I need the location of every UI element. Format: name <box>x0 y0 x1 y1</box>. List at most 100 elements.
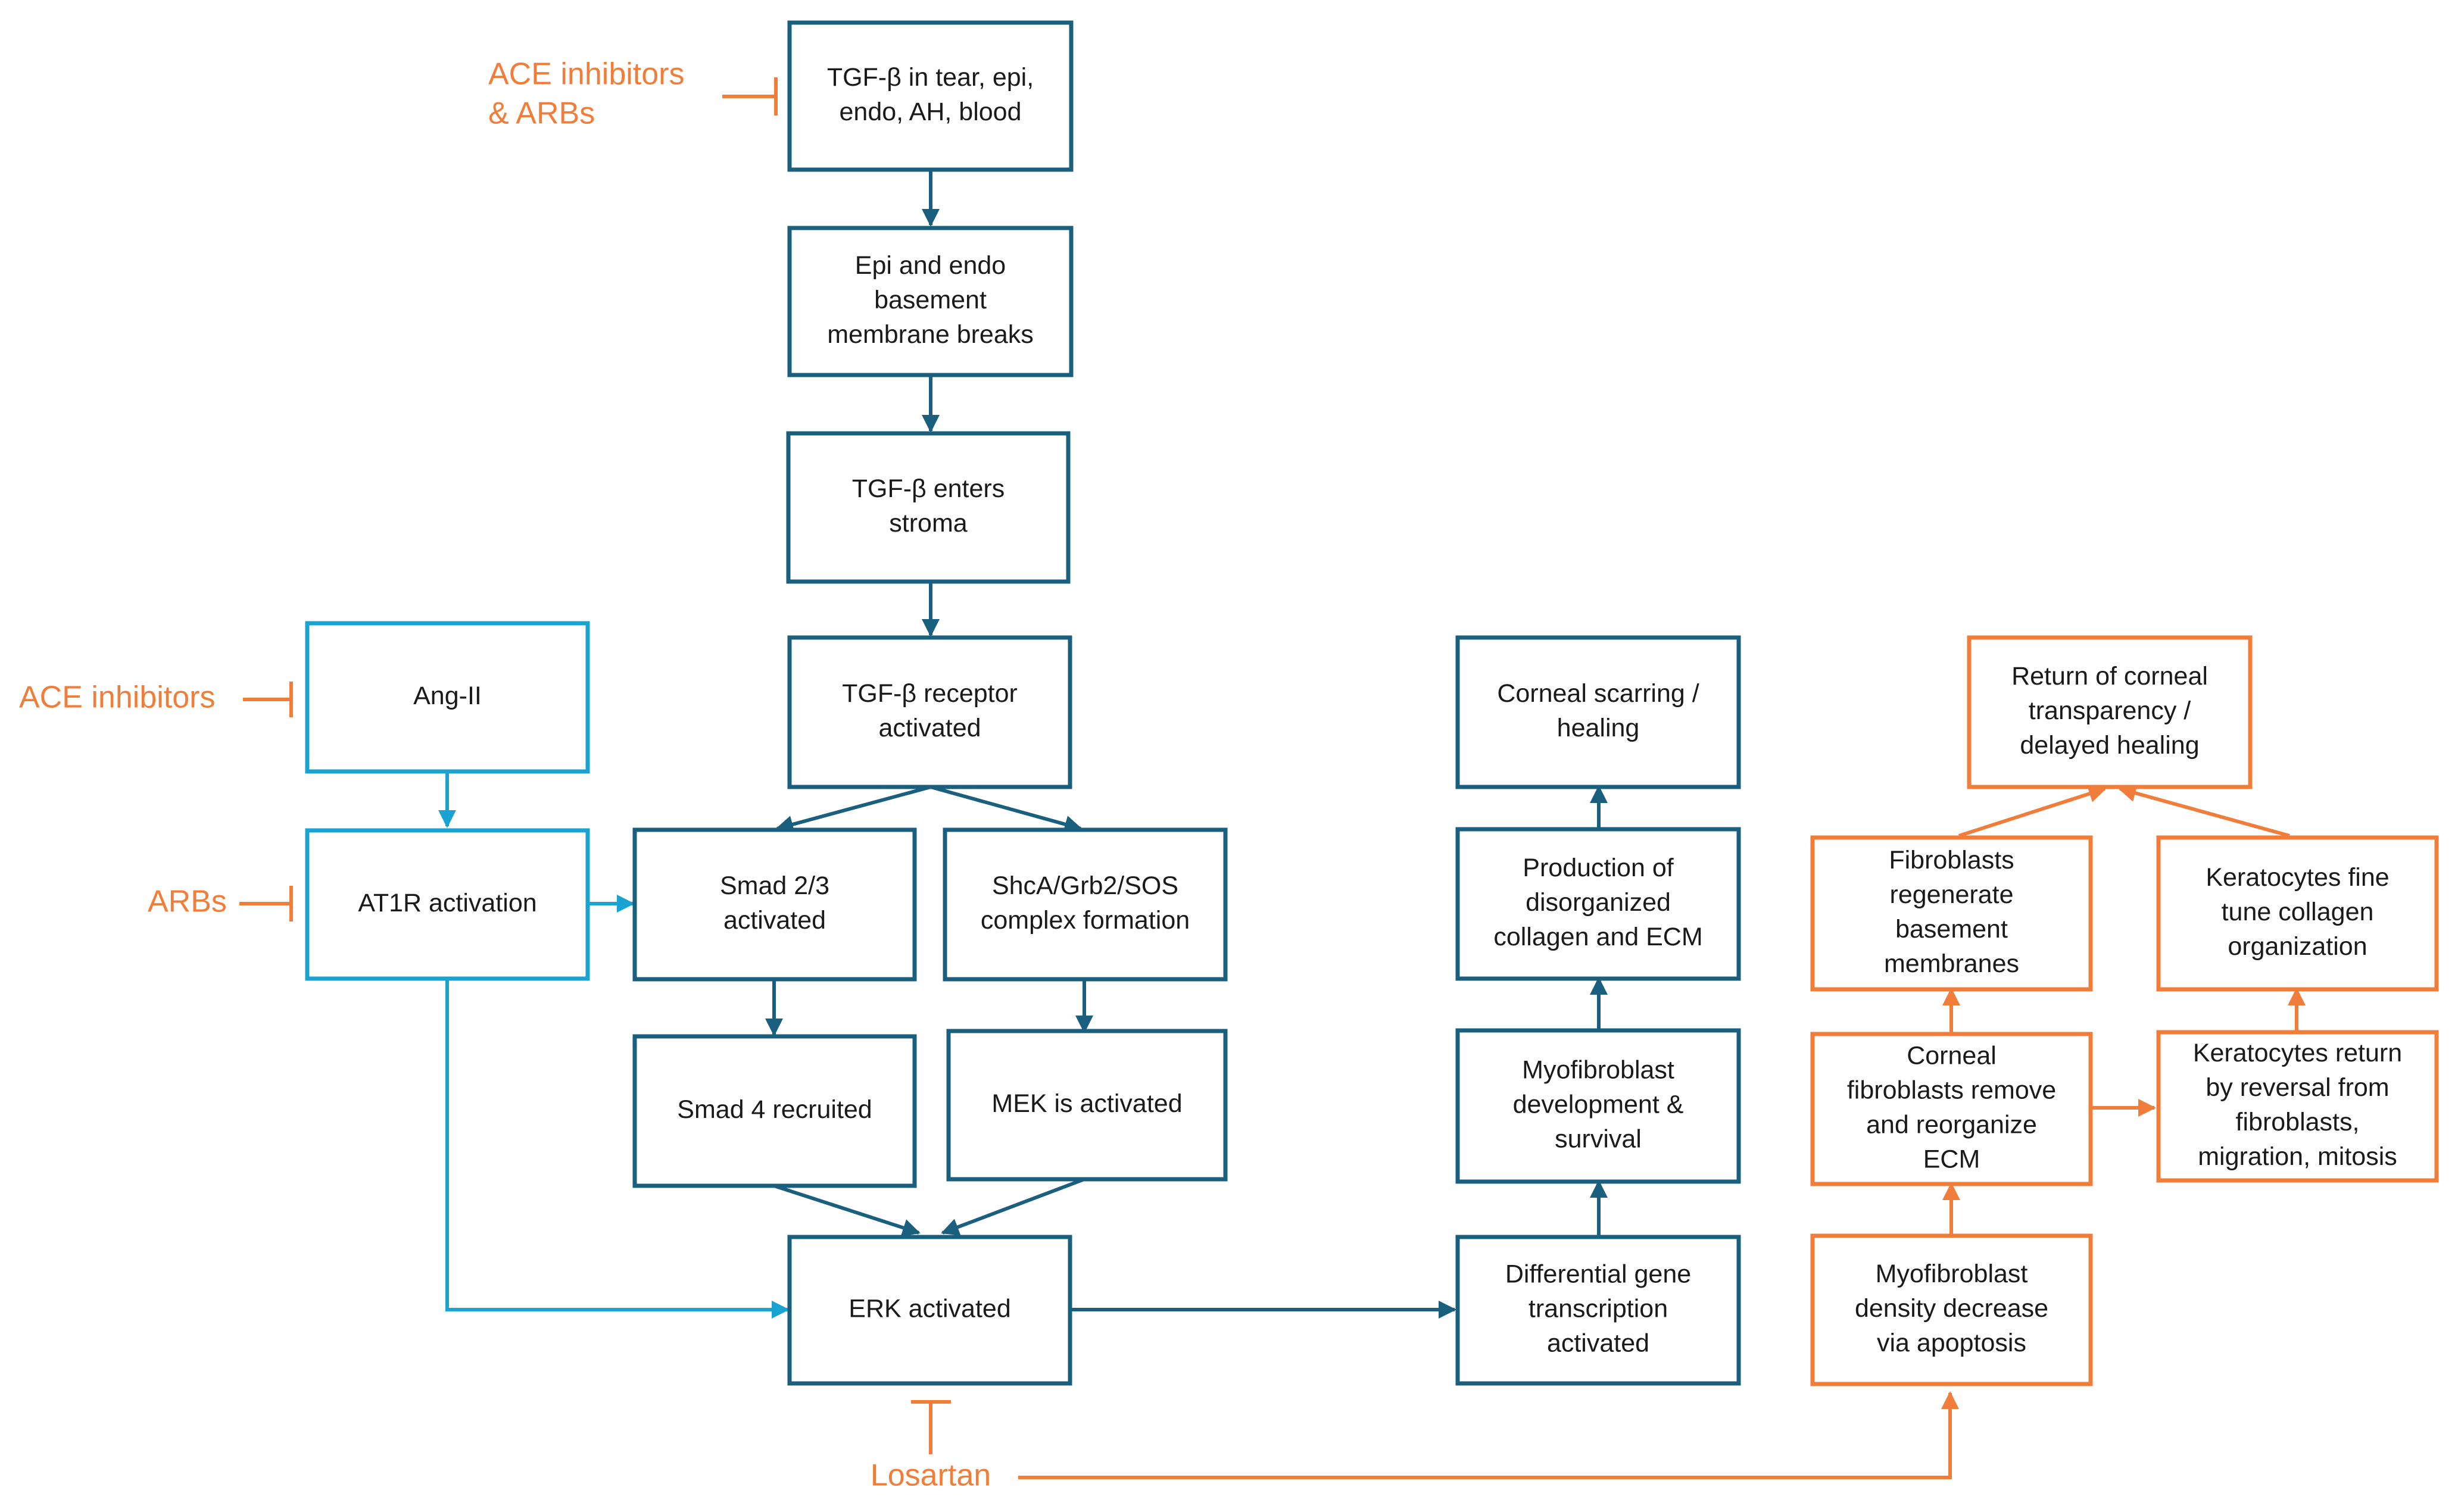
inhibitor-label-line: & ARBs <box>488 96 595 131</box>
box-transparency: Return of corneal transparency / delayed h… <box>1967 635 2253 789</box>
box-label-line: Smad 2/3 <box>720 871 829 900</box>
box-frame <box>2156 1030 2439 1183</box>
box-erk: ERK activated <box>787 1235 1072 1386</box>
box-label-line: by reversal from <box>2206 1073 2389 1102</box>
box-label-line: TGF-β receptor <box>842 679 1018 708</box>
box-label-line: basement <box>874 286 987 314</box>
box-label-line: regenerate <box>1890 880 2014 909</box>
box-label-line: complex formation <box>981 906 1190 935</box>
box-label-line: migration, mitosis <box>2198 1142 2397 1171</box>
inhibitor-label-line: ACE inhibitors <box>488 57 684 92</box>
inhibitor-arbs: ARBs <box>148 885 227 919</box>
box-frame <box>943 827 1228 982</box>
box-label-line: AT1R activation <box>358 889 536 917</box>
box-label-line: development & <box>1513 1090 1684 1119</box>
box-frame <box>946 1029 1228 1182</box>
arrow-at1r-to-erk <box>445 979 790 1319</box>
inhibitor-losartan: Losartan <box>871 1458 991 1493</box>
box-label-line: transparency / <box>2029 696 2191 725</box>
box-tgf-tear: TGF-β in tear, epi, endo, AH, blood <box>787 20 1074 172</box>
box-smad4: Smad 4 recruited <box>632 1034 917 1188</box>
box-tgf-stroma: TGF-β enters stroma <box>786 431 1071 584</box>
box-label-line: Differential gene <box>1505 1260 1691 1288</box>
box-frame <box>1455 827 1741 981</box>
box-label-line: membranes <box>1884 949 2019 978</box>
box-label-line: Myofibroblast <box>1876 1260 2028 1288</box>
box-label-line: Corneal scarring / <box>1497 679 1699 708</box>
box-label-line: activated <box>878 714 981 742</box>
inhibitor-ace-arbs: ACE inhibitors & ARBs <box>488 57 684 131</box>
box-mek: MEK is activated <box>946 1029 1228 1182</box>
box-label-line: organization <box>2228 932 2367 961</box>
box-frame <box>1810 1032 2093 1186</box>
box-frame <box>305 621 590 774</box>
box-label-line: transcription <box>1529 1294 1668 1323</box>
box-myofib-density: Myofibroblast density decrease via apoptos… <box>1810 1233 2093 1386</box>
arrow-smad4-to-erk <box>773 1184 921 1236</box>
inhibitor-label-line: ARBs <box>148 885 227 919</box>
box-frame <box>1967 635 2253 789</box>
arrow-kerafine-to-transparency <box>2118 784 2290 838</box>
box-label-line: TGF-β in tear, epi, <box>827 63 1034 92</box>
box-myofib-dev: Myofibroblast development & survival <box>1455 1028 1741 1184</box>
box-label-line: delayed healing <box>2020 731 2199 760</box>
box-label-line: density decrease <box>1855 1294 2048 1323</box>
box-label-line: survival <box>1555 1124 1642 1153</box>
box-label-line: Keratocytes fine <box>2206 863 2389 892</box>
box-diff-gene: Differential gene transcription activated <box>1455 1235 1741 1386</box>
box-ang2: Ang-II <box>305 621 590 774</box>
box-label-line: membrane breaks <box>827 320 1034 349</box>
box-label-line: disorganized <box>1526 888 1671 917</box>
box-label-line: activated <box>1547 1329 1649 1357</box>
box-label-line: Smad 4 recruited <box>677 1095 872 1124</box>
box-kera-fine: Keratocytes fine tune collagen organizatio… <box>2156 835 2439 992</box>
box-label-line: ShcA/Grb2/SOS <box>992 871 1178 900</box>
box-frame <box>1810 1233 2093 1386</box>
box-label-line: Production of <box>1523 854 1674 882</box>
box-label-line: Myofibroblast <box>1522 1055 1674 1084</box>
arrow-losartan-to-myofib-density <box>1018 1391 1959 1479</box>
box-frame <box>786 431 1071 584</box>
box-label-line: Keratocytes return <box>2193 1039 2402 1067</box>
box-label-line: TGF-β enters <box>852 474 1005 503</box>
box-tgf-receptor: TGF-β receptor activated <box>787 635 1072 789</box>
box-frame <box>787 1235 1072 1386</box>
box-frame <box>632 827 917 982</box>
box-label-line: via apoptosis <box>1877 1329 2026 1357</box>
box-smad23: Smad 2/3 activated <box>632 827 917 982</box>
box-frame <box>632 1034 917 1188</box>
box-label-line: fibroblasts remove <box>1847 1076 2056 1104</box>
box-label-line: ERK activated <box>849 1294 1010 1323</box>
arrow-regen-to-transparency <box>1958 785 2107 838</box>
box-shca: ShcA/Grb2/SOS complex formation <box>943 827 1228 982</box>
box-label-line: ECM <box>1923 1145 1980 1173</box>
box-label-line: Return of corneal <box>2011 662 2208 691</box>
box-label-line: tune collagen <box>2222 898 2374 926</box>
box-frame <box>305 828 590 981</box>
box-label-line: healing <box>1557 714 1640 742</box>
box-frame <box>787 635 1072 789</box>
box-frame <box>787 20 1074 172</box>
arrow-mek-to-erk <box>941 1177 1085 1236</box>
arrow-receptor-to-shca <box>930 785 1083 833</box>
box-label-line: Ang-II <box>413 682 482 710</box>
box-kera-return: Keratocytes return by reversal from fibrob… <box>2156 1030 2439 1183</box>
box-label-line: MEK is activated <box>991 1089 1182 1118</box>
arrow-receptor-to-smad23 <box>775 785 931 833</box>
box-label-line: stroma <box>889 509 968 538</box>
inhibitor-ace: ACE inhibitors <box>19 680 215 715</box>
box-label-line: fibroblasts, <box>2236 1108 2360 1136</box>
inhibitor-label-line: ACE inhibitors <box>19 680 215 715</box>
box-frame <box>1455 1028 1741 1184</box>
box-frame <box>1455 635 1741 789</box>
box-label-line: activated <box>723 906 826 935</box>
box-label-line: endo, AH, blood <box>839 98 1021 126</box>
inhibitor-label-line: Losartan <box>871 1458 991 1493</box>
box-label-line: Fibroblasts <box>1889 846 2014 874</box>
box-scarring: Corneal scarring / healing <box>1455 635 1741 789</box>
